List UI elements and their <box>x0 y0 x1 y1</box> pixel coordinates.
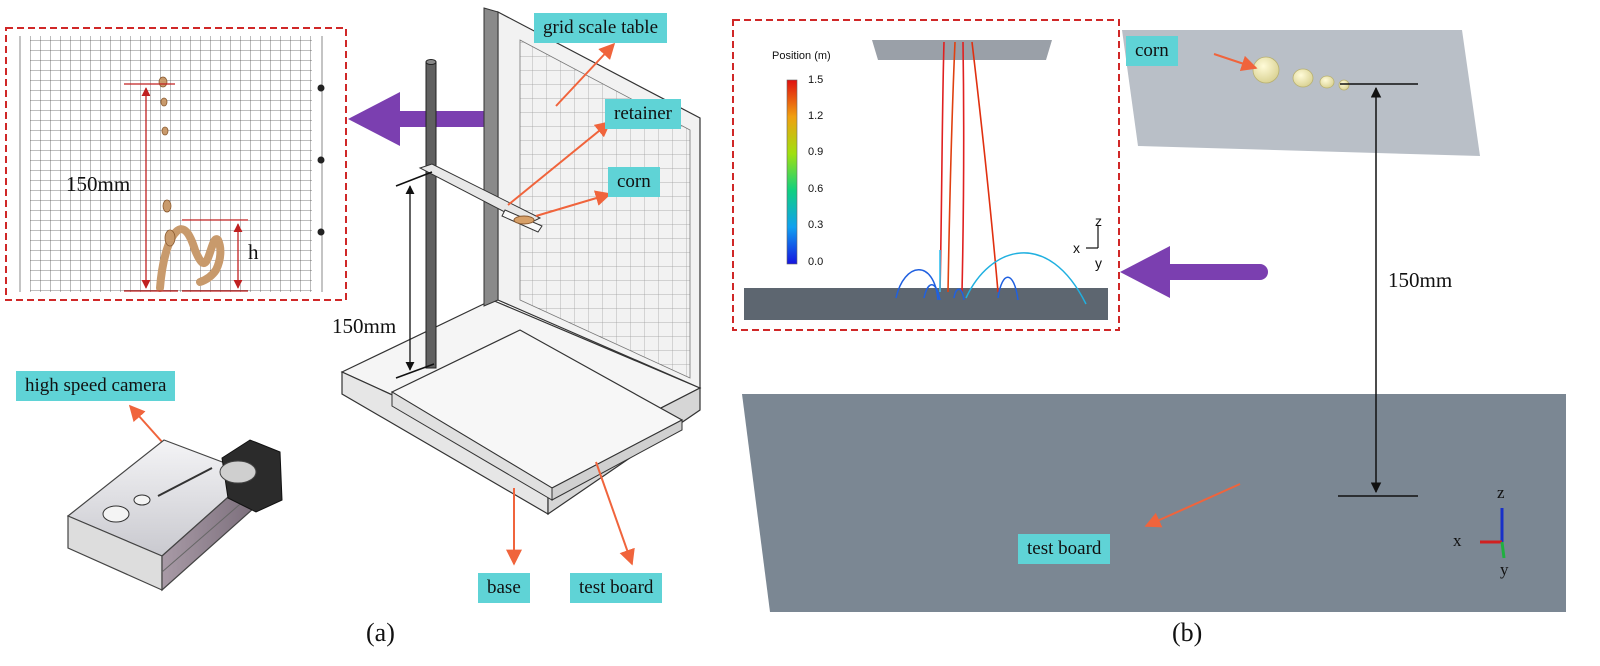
colorbar-title: Position (m) <box>772 50 831 62</box>
callout-arrows-b <box>1144 53 1258 528</box>
drop-plate <box>1122 30 1480 156</box>
drop-height-b: 150mm <box>1388 268 1453 292</box>
high-speed-camera <box>66 439 283 592</box>
colorbar-tick: 0.6 <box>808 183 824 195</box>
inset-axis-y: y <box>1095 255 1102 271</box>
axis-z: z <box>1497 483 1505 502</box>
caption-a: (a) <box>366 618 395 647</box>
inset-a-drop-height: 150mm <box>66 172 131 196</box>
inset-axes-triad <box>1086 226 1099 249</box>
colorbar-tick: 0.3 <box>808 219 824 231</box>
inset-a-rebound-height: h <box>248 240 259 264</box>
inset-axis-x: x <box>1073 240 1080 256</box>
inset-trajectory-plot <box>732 19 1120 331</box>
colorbar <box>786 79 798 265</box>
test-board-plate <box>742 394 1566 612</box>
axis-x: x <box>1453 531 1462 550</box>
purple-arrow-b <box>1120 246 1268 298</box>
label-high-speed-camera: high speed camera <box>16 371 176 401</box>
colorbar-tick: 1.5 <box>808 74 824 86</box>
label-test-board-a: test board <box>570 573 663 603</box>
caption-b: (b) <box>1172 618 1203 647</box>
drop-height-dimension-b <box>1338 83 1418 497</box>
colorbar-tick: 0.9 <box>808 146 824 158</box>
drop-test-apparatus <box>340 7 702 516</box>
label-retainer: retainer <box>605 99 682 129</box>
axis-y: y <box>1500 560 1509 579</box>
y-axis-line <box>1500 541 1506 559</box>
axes-triad-b <box>1480 508 1506 559</box>
label-corn-a: corn <box>608 167 660 197</box>
corn-particles <box>1252 56 1350 91</box>
inset-axis-z: z <box>1095 213 1102 229</box>
colorbar-tick: 0.0 <box>808 256 824 268</box>
label-test-board-b: test board <box>1018 534 1111 564</box>
drop-height-a: 150mm <box>332 314 397 338</box>
label-base: base <box>478 573 530 603</box>
inset-grid <box>30 36 312 292</box>
colorbar-tick: 1.2 <box>808 110 824 122</box>
label-corn-b: corn <box>1126 36 1178 66</box>
label-grid-scale-table: grid scale table <box>534 13 668 43</box>
inset-b-dashed-frame <box>732 19 1120 331</box>
inset-grid-image <box>5 27 347 301</box>
